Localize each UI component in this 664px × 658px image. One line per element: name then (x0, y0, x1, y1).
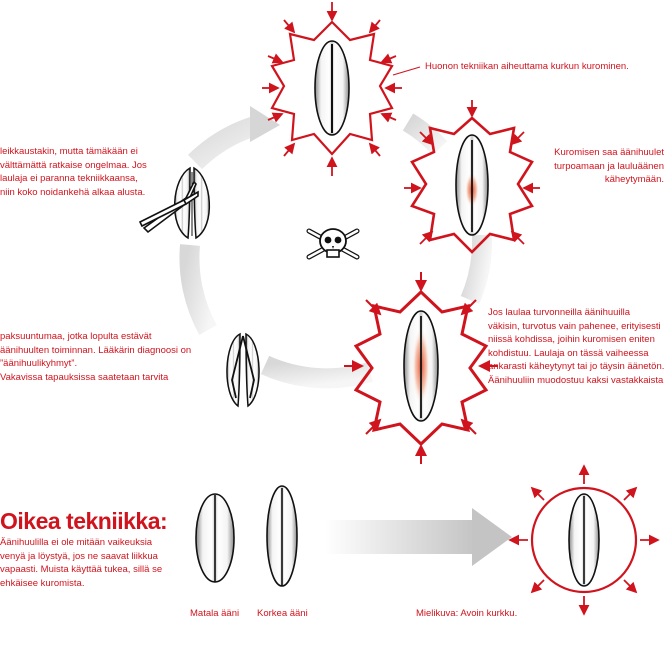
technique-body-line: vapaasti. Muista käyttää tukea, sillä se (0, 564, 163, 575)
top-caption: Huonon tekniikan aiheuttama kurkun kurom… (425, 60, 629, 74)
lower-right-caption: Jos laulaa turvonneilla äänihuuilla väki… (488, 306, 664, 387)
left-caption-line: laulaja ei paranna tekniikkaansa, (0, 173, 138, 184)
open-throat-label: Mielikuva: Avoin kurkku. (416, 608, 518, 619)
left-caption: leikkaustakin, mutta tämäkään ei välttäm… (0, 145, 147, 199)
constricted-fold-top (262, 2, 402, 176)
fold-nodules-lower-left (226, 332, 260, 408)
lower-right-caption-line: väkisin, turvotus vain pahenee, erityise… (488, 320, 661, 332)
fold-low-voice (195, 493, 235, 583)
cycle-arrowhead (250, 106, 280, 142)
lower-right-caption-line: ankarasti käheytynyt tai jo täysin äänet… (488, 361, 664, 372)
technique-body-line: Äänihuulilla ei ole mitään vaikeuksia (0, 537, 153, 548)
scissors-icon (138, 180, 199, 234)
lower-left-caption: paksuuntumaa, jotka lopulta estävät ääni… (0, 330, 191, 384)
lower-left-caption-line: äänihuulten toiminnan. Lääkärin diagnoos… (0, 344, 192, 356)
right-caption: Kuromisen saa äänihuulet turpoamaan ja l… (552, 146, 664, 187)
technique-body-line: venyä ja löystyä, jos ne saavat liikkua (0, 550, 158, 562)
lower-right-caption-line: Äänihuuliin muodostuu kaksi vastakkaista (488, 374, 664, 386)
right-caption-line: turpoamaan ja lauluäänen (554, 160, 664, 172)
left-caption-line: välttämättä ratkaise ongelmaa. Jos (0, 159, 147, 171)
low-voice-label: Matala ääni (190, 608, 240, 619)
technique-title: Oikea tekniikka: (0, 508, 168, 534)
lower-right-caption-line: Jos laulaa turvonneilla äänihuuilla (488, 307, 631, 318)
left-caption-line: niin koko noidankehä alkaa alusta. (0, 186, 146, 198)
technique-body: Äänihuulilla ei ole mitään vaikeuksia ve… (0, 536, 162, 590)
nodules-fold-lower-right (344, 272, 498, 464)
lower-left-caption-line: paksuuntumaa, jotka lopulta estävät (0, 331, 152, 342)
left-caption-line: leikkaustakin, mutta tämäkään ei (0, 146, 138, 157)
lower-right-caption-line: kohdistuu. Laulaja on tässä vaiheessa (488, 347, 649, 359)
right-caption-line: käheytymään. (604, 174, 664, 185)
fold-high-voice (266, 485, 298, 587)
forceps-icon (231, 335, 255, 399)
swollen-fold-right (404, 100, 540, 254)
skull-crossbones-icon (306, 228, 360, 260)
top-caption-line: Huonon tekniikan aiheuttama kurkun kurom… (425, 61, 629, 72)
lower-left-caption-line: ”äänihuulikyhmyt”. (0, 358, 78, 369)
high-voice-label: Korkea ääni (257, 608, 308, 619)
right-caption-line: Kuromisen saa äänihuulet (554, 147, 664, 158)
open-throat-fold (508, 464, 660, 616)
lower-left-caption-line: Vakavissa tapauksissa saatetaan tarvita (0, 371, 169, 383)
technique-body-line: ehkäisee kuromista. (0, 577, 85, 589)
lower-right-caption-line: niissä kohdissa, joihin kuromisen eniten (488, 334, 655, 345)
progress-arrow (325, 508, 512, 566)
